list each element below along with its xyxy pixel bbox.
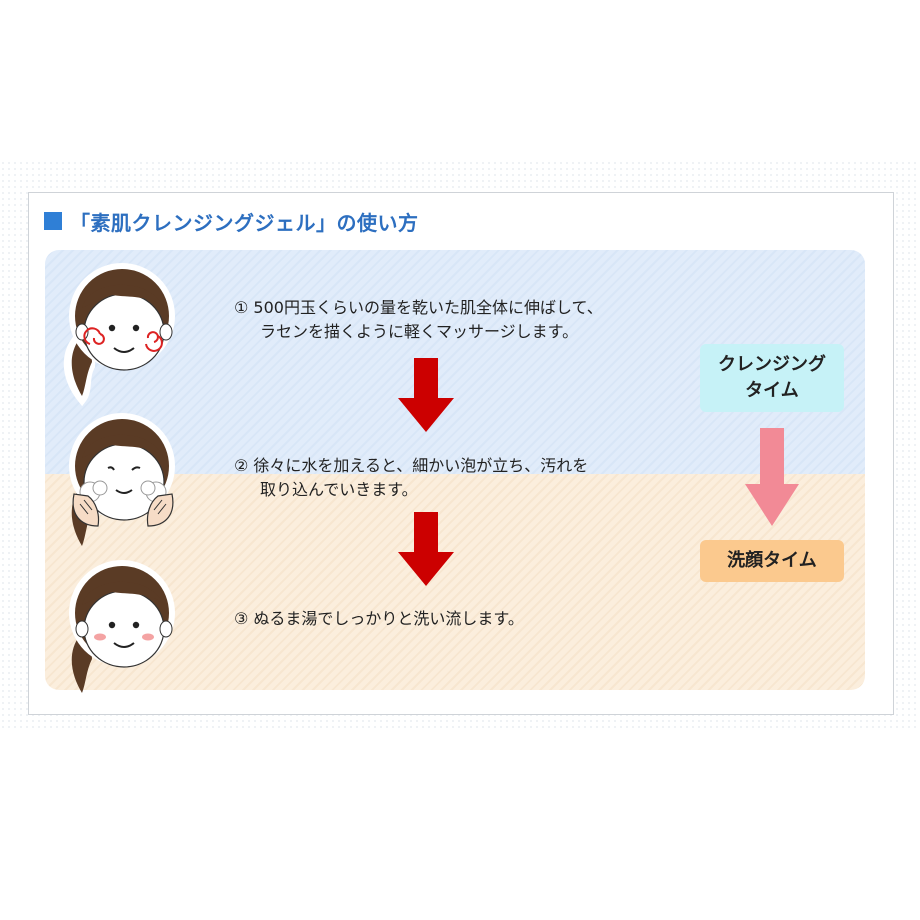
cleansing-time-line-2: タイム bbox=[745, 380, 799, 401]
woman-face-massage-icon bbox=[63, 263, 175, 407]
step-2-line-1: ② 徐々に水を加えると、細かい泡が立ち、汚れを bbox=[234, 456, 589, 475]
step-3-text: ③ ぬるま湯でしっかりと洗い流します。 bbox=[234, 607, 524, 631]
step-1-line-1: ① 500円玉くらいの量を乾いた肌全体に伸ばして、 bbox=[234, 298, 603, 317]
woman-face-foam-icon bbox=[69, 413, 175, 546]
page-title: 「素肌クレンジングジェル」の使い方 bbox=[70, 210, 419, 235]
step-1-line-2: ラセンを描くように軽くマッサージします。 bbox=[260, 322, 579, 341]
arrow-down-icon bbox=[398, 512, 454, 586]
wash-time-text: 洗顔タイム bbox=[727, 550, 817, 571]
phase-arrow-down-icon bbox=[745, 428, 799, 526]
step-3-line-1: ③ ぬるま湯でしっかりと洗い流します。 bbox=[234, 609, 524, 628]
title-square-icon bbox=[44, 212, 62, 230]
woman-face-smile-icon bbox=[69, 560, 175, 693]
title-row: 「素肌クレンジングジェル」の使い方 bbox=[44, 206, 419, 236]
wash-time-label: 洗顔タイム bbox=[700, 540, 844, 582]
wash-band bbox=[45, 474, 865, 690]
cleansing-time-line-1: クレンジング bbox=[718, 354, 826, 375]
step-2-line-2: 取り込んでいきます。 bbox=[260, 480, 418, 499]
cleansing-time-label: クレンジング タイム bbox=[700, 344, 844, 412]
arrow-down-icon bbox=[398, 358, 454, 432]
step-2-text: ② 徐々に水を加えると、細かい泡が立ち、汚れを 取り込んでいきます。 bbox=[234, 454, 588, 502]
step-1-text: ① 500円玉くらいの量を乾いた肌全体に伸ばして、 ラセンを描くように軽くマッサ… bbox=[234, 296, 603, 344]
